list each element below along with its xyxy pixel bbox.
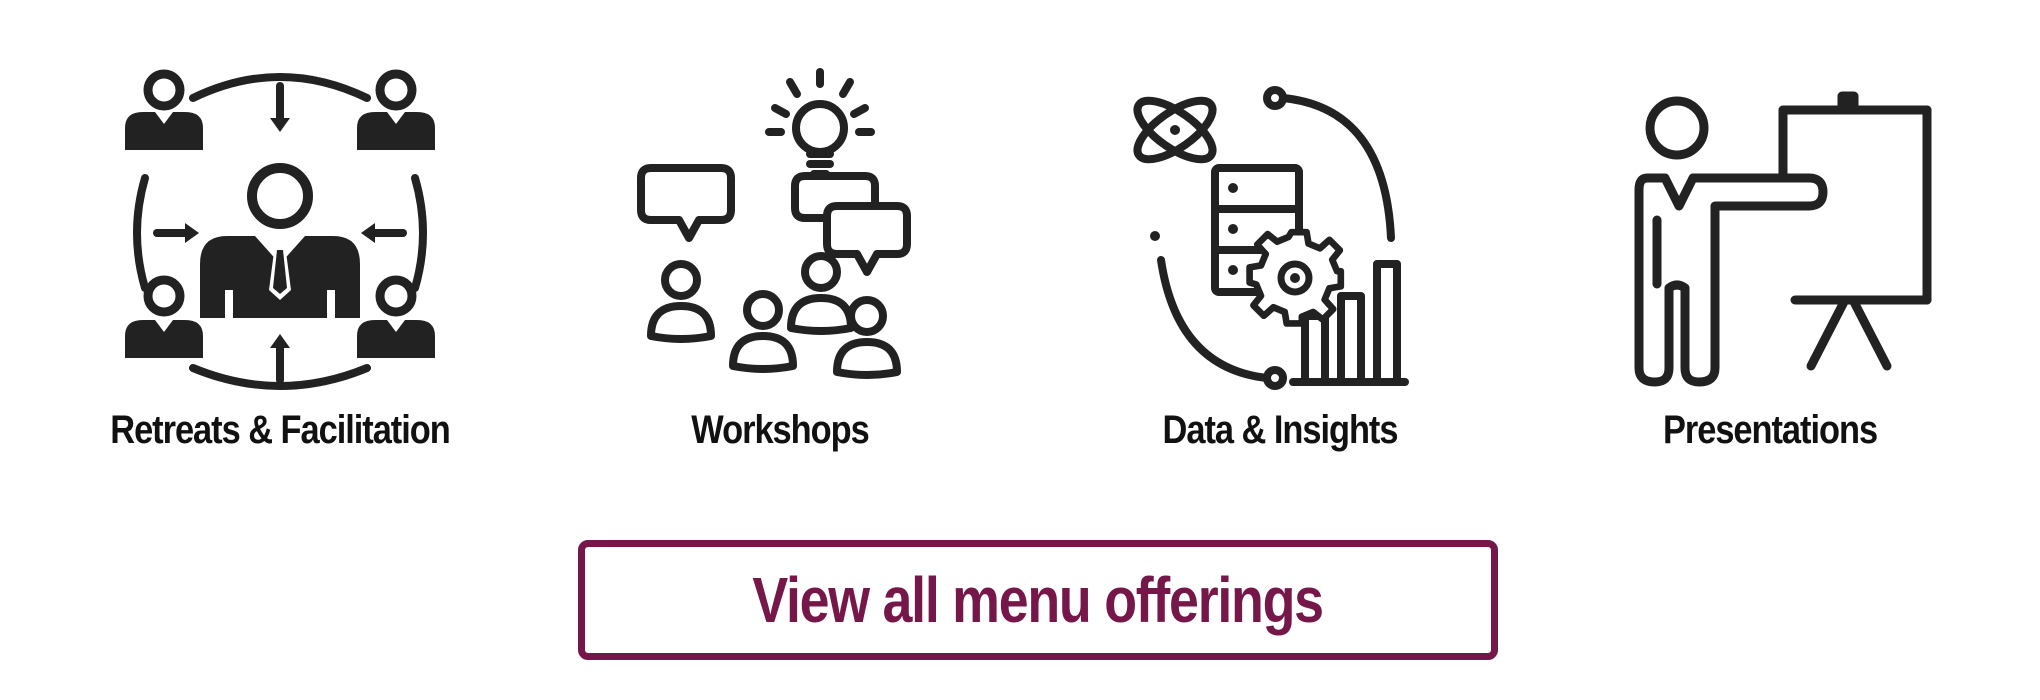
- offering-label: Retreats & Facilitation: [110, 408, 451, 452]
- offering-retreats-facilitation[interactable]: Retreats & Facilitation: [70, 0, 490, 480]
- offering-label: Presentations: [1662, 408, 1878, 452]
- view-all-offerings-label: View all menu offerings: [752, 564, 1325, 636]
- data-insights-icon: [1133, 86, 1409, 390]
- offering-label: Data & Insights: [1162, 408, 1399, 452]
- offering-label: Workshops: [691, 408, 869, 452]
- view-all-offerings-button[interactable]: View all menu offerings: [578, 540, 1498, 660]
- offering-presentations[interactable]: Presentations: [1560, 0, 1980, 480]
- offering-data-insights[interactable]: Data & Insights: [1070, 0, 1490, 480]
- offering-workshops[interactable]: Workshops: [570, 0, 990, 480]
- presenter-board-icon: [1634, 91, 1932, 387]
- workshop-discussion-icon: [637, 68, 911, 379]
- team-facilitation-icon: [125, 69, 435, 390]
